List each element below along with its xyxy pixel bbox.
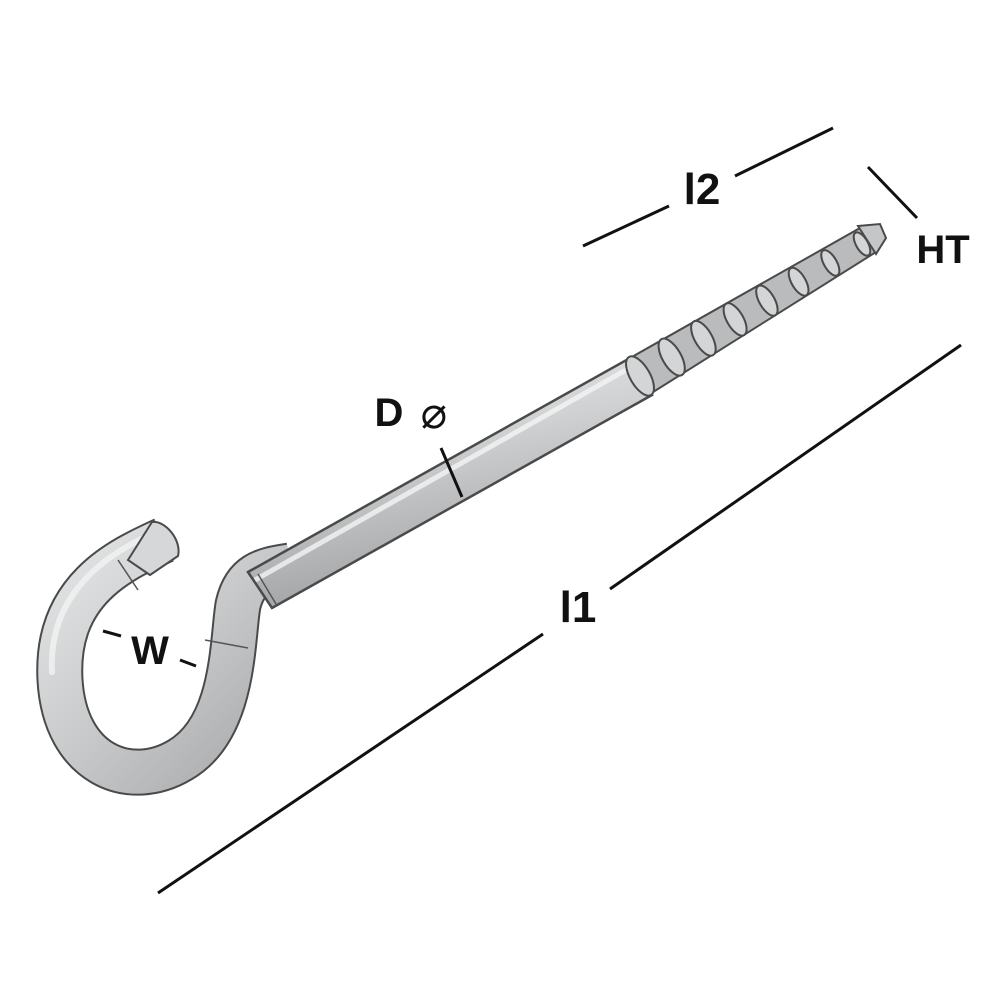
hook-tip: [126, 520, 180, 577]
shaft: [246, 356, 654, 610]
hook-bend-seam: [204, 639, 249, 649]
thread-flight: [787, 266, 810, 297]
screw-tip: [856, 222, 888, 256]
d-dimension-line: [439, 447, 464, 498]
screw-hook: [36, 222, 888, 796]
l1-dimension-line-upper: [609, 343, 962, 591]
l1-dimension-line-lower: [157, 632, 544, 895]
thread-flight: [690, 319, 717, 357]
shaft-seam: [257, 573, 277, 605]
diameter-symbol: ⌀: [421, 388, 448, 439]
thread-flight: [820, 249, 841, 277]
thread-core: [628, 226, 878, 396]
hook-tube: [38, 520, 294, 794]
w-tick-left: [102, 629, 122, 638]
l2-label: l2: [684, 165, 721, 214]
hook-highlight: [48, 532, 153, 675]
shaft-highlight: [253, 363, 635, 583]
l1-label: l1: [560, 583, 597, 632]
thread-flight: [755, 284, 779, 317]
thread-flight: [722, 302, 748, 337]
d-label: D: [375, 391, 404, 435]
w-tick-right: [179, 658, 197, 668]
l2-dimension-line-left: [582, 204, 670, 248]
thread-flight: [657, 337, 686, 377]
ht-dimension-line: [866, 165, 919, 220]
threaded-section: [625, 222, 888, 397]
ht-label: HT: [916, 228, 969, 272]
w-label: W: [131, 629, 169, 673]
hook-tip-seam: [117, 559, 139, 591]
thread-flight: [625, 355, 655, 397]
l2-dimension-line-right: [734, 126, 834, 178]
dimension-annotations: l2 HT D ⌀ l1 W: [102, 126, 970, 895]
